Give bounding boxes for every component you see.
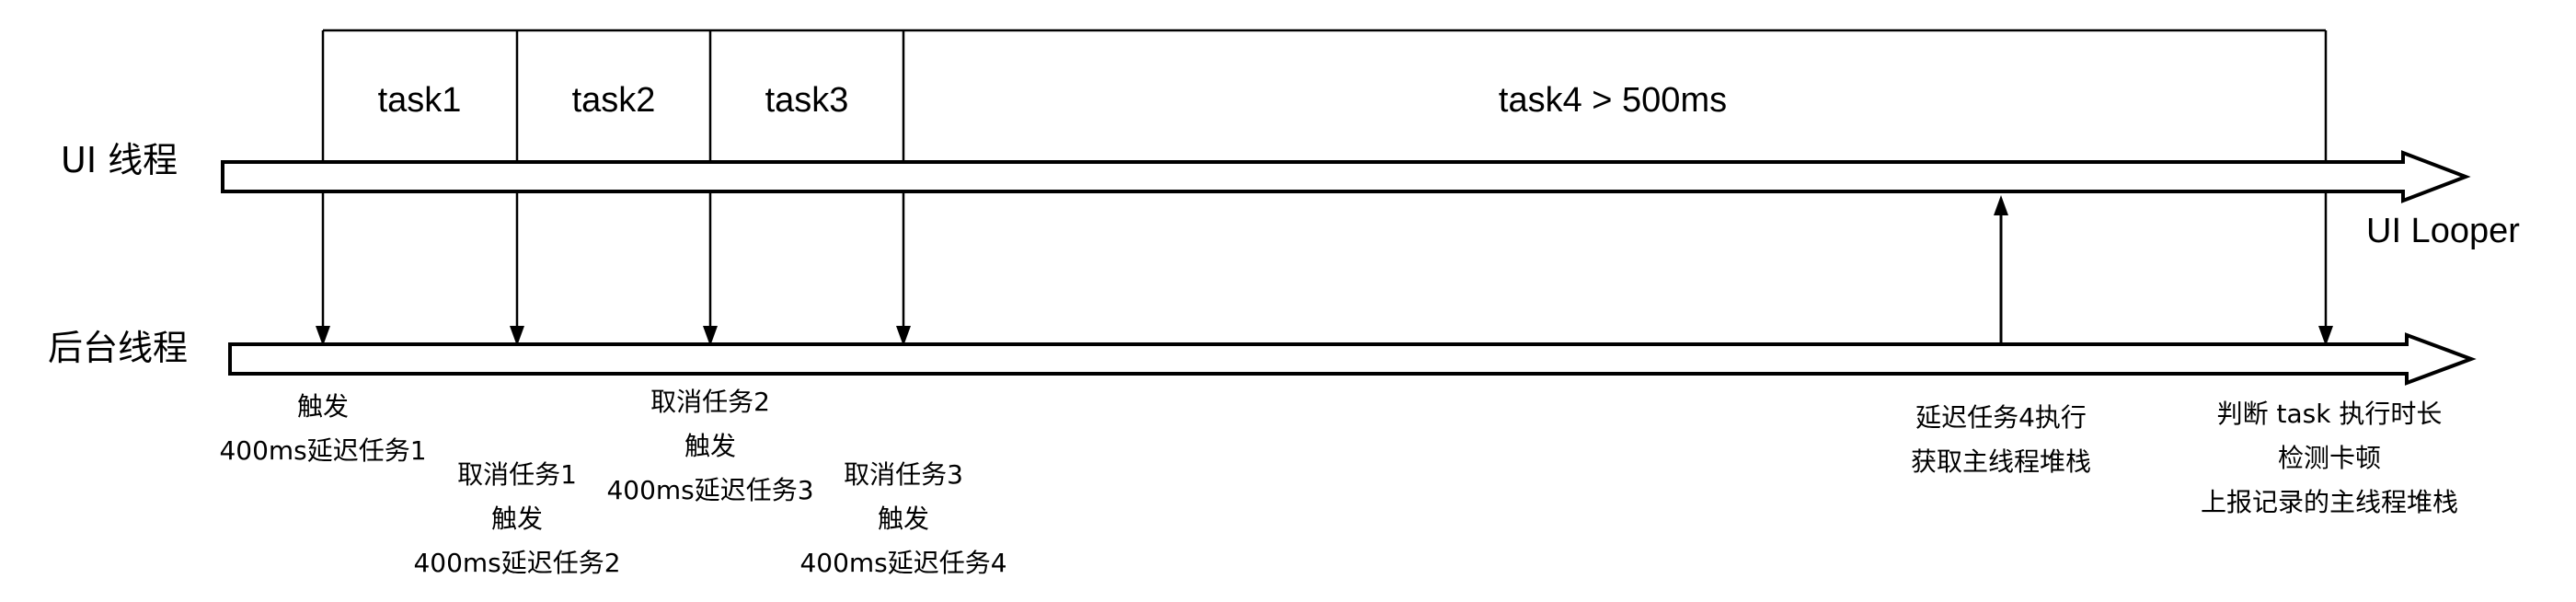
annotation-line: 检测卡顿 [2278, 443, 2381, 473]
annotation-line: 触发 [297, 391, 349, 422]
task3-label: task3 [765, 81, 849, 120]
annotation-delayed4: 延迟任务4执行 获取主线程堆栈 [1911, 402, 2091, 477]
arrow-down-1 [316, 326, 330, 346]
stack-capture-arrow [1994, 195, 2008, 342]
ui-looper-label: UI Looper [2366, 212, 2520, 250]
annotation-line: 400ms延迟任务2 [413, 548, 620, 578]
annotation-line: 400ms延迟任务4 [799, 548, 1006, 578]
task4-label: task4 > 500ms [1499, 81, 1727, 120]
annotation-cancel1: 取消任务1 触发 400ms延迟任务2 [413, 459, 620, 578]
annotation-line: 取消任务1 [457, 459, 577, 490]
annotation-trigger1: 触发 400ms延迟任务1 [219, 391, 426, 466]
annotation-line: 400ms延迟任务1 [219, 435, 426, 466]
down-arrowheads [316, 326, 2333, 346]
annotation-line: 取消任务3 [844, 459, 963, 490]
task1-label: task1 [378, 81, 462, 120]
background-thread-arrow [228, 332, 2477, 386]
arrow-down-5 [2318, 326, 2333, 346]
annotation-line: 延迟任务4执行 [1915, 402, 2087, 433]
ui-thread-arrow [221, 150, 2471, 203]
arrow-down-2 [510, 326, 524, 346]
background-thread-label: 后台线程 [48, 328, 188, 368]
annotation-line: 触发 [684, 431, 736, 461]
arrow-down-3 [703, 326, 718, 346]
annotation-cancel3: 取消任务3 触发 400ms延迟任务4 [799, 459, 1006, 578]
task2-label: task2 [572, 81, 656, 120]
annotation-cancel2: 取消任务2 触发 400ms延迟任务3 [606, 387, 813, 505]
annotation-line: 触发 [491, 504, 543, 534]
annotation-line: 上报记录的主线程堆栈 [2201, 487, 2458, 517]
annotation-line: 获取主线程堆栈 [1911, 446, 2091, 477]
annotation-line: 取消任务2 [650, 387, 770, 417]
annotation-judge: 判断 task 执行时长 检测卡顿 上报记录的主线程堆栈 [2201, 399, 2458, 517]
annotation-line: 判断 task 执行时长 [2217, 399, 2443, 429]
ui-thread-label: UI 线程 [61, 140, 178, 180]
arrow-down-4 [896, 326, 911, 346]
annotation-line: 触发 [878, 504, 929, 534]
annotation-line: 400ms延迟任务3 [606, 475, 813, 505]
